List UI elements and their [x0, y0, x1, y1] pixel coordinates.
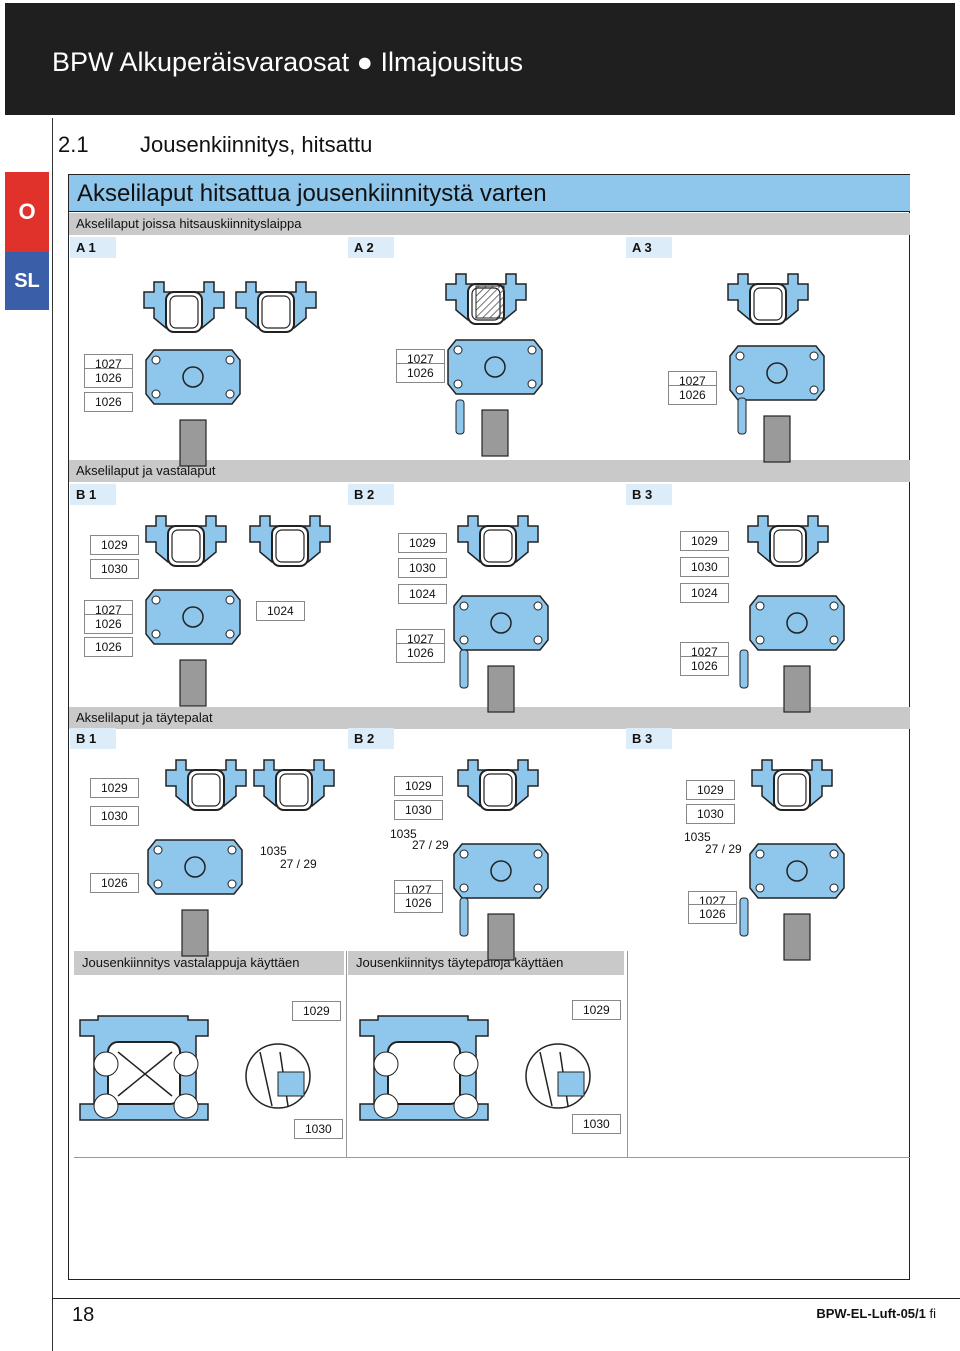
page-number: 18: [72, 1304, 95, 1326]
group-a-bar: Akselilaput joissa hitsauskiinnityslaipp…: [69, 213, 910, 235]
section-number: 2.1: [58, 132, 89, 157]
label-c-b1: B 1: [70, 728, 116, 749]
b1-illustration: [145, 515, 331, 707]
code-b1-1029: 1029: [90, 535, 139, 555]
label-b2: B 2: [348, 484, 394, 505]
code-c-b3-1035: 1035: [682, 830, 713, 844]
code-b2-1030: 1030: [398, 558, 447, 578]
code-c-b3-1026: 1026: [688, 904, 737, 924]
bottom-left-bar: Jousenkiinnitys vastalappuja käyttäen: [74, 951, 344, 975]
code-b3-1026: 1026: [680, 656, 729, 676]
code-c-b1-1029: 1029: [90, 778, 139, 798]
code-b2-1029: 1029: [398, 533, 447, 553]
main-title: Akselilaput hitsattua jousenkiinnitystä …: [77, 180, 547, 207]
code-b2-1024: 1024: [398, 584, 447, 604]
code-c-b3-2729: 27 / 29: [703, 842, 744, 856]
bottom-divider: [346, 951, 347, 1157]
c-b3-illustration: [739, 759, 845, 961]
label-a2: A 2: [348, 237, 394, 258]
bottom-divider-2: [627, 951, 628, 1157]
b3-illustration: [739, 515, 845, 713]
group-a-title: Akselilaput joissa hitsauskiinnityslaipp…: [76, 216, 302, 231]
bottom-right-title: Jousenkiinnitys täytepaloja käyttäen: [356, 955, 564, 970]
bottom-right-bar: Jousenkiinnitys täytepaloja käyttäen: [348, 951, 624, 975]
bottom-rule: [74, 1157, 910, 1158]
label-b3: B 3: [626, 484, 672, 505]
a1-illustration: [143, 281, 317, 467]
bottom-left-title: Jousenkiinnitys vastalappuja käyttäen: [82, 955, 300, 970]
header-title: BPW Alkuperäisvaraosat ● Ilmajousitus: [52, 47, 523, 77]
code-bottom-left-1030: 1030: [294, 1119, 343, 1139]
code-bottom-left-1029: 1029: [292, 1001, 341, 1021]
code-a2-1026: 1026: [396, 363, 445, 383]
label-c-b3: B 3: [626, 728, 672, 749]
code-bottom-right-1029: 1029: [572, 1000, 621, 1020]
tab-sl[interactable]: SL: [5, 252, 49, 310]
code-c-b2-1029: 1029: [394, 776, 443, 796]
bottom-right-illustration: [359, 1015, 591, 1121]
a2-illustration: [445, 273, 543, 457]
code-b3-1029: 1029: [680, 531, 729, 551]
label-c-b2: B 2: [348, 728, 394, 749]
label-a1: A 1: [70, 237, 116, 258]
code-b3-1024: 1024: [680, 583, 729, 603]
label-b1: B 1: [70, 484, 116, 505]
group-c-title: Akselilaput ja täytepalat: [76, 710, 213, 725]
label-a3: A 3: [626, 237, 672, 258]
group-c-bar: Akselilaput ja täytepalat: [69, 707, 910, 729]
code-c-b1-2729: 27 / 29: [278, 857, 319, 871]
code-c-b3-1030: 1030: [686, 804, 735, 824]
code-b1-1026-bottom: 1026: [84, 637, 133, 657]
c-b1-illustration: [147, 759, 335, 957]
bottom-left-illustration: [79, 1015, 311, 1121]
code-b1-1026-top: 1026: [84, 614, 133, 634]
code-a3-1026: 1026: [668, 385, 717, 405]
section-title: Jousenkiinnitys, hitsattu: [140, 132, 373, 157]
code-b2-1026: 1026: [396, 643, 445, 663]
group-b-title: Akselilaput ja vastalaput: [76, 463, 216, 478]
code-b3-1030: 1030: [680, 557, 729, 577]
code-a1-1026-bottom: 1026: [84, 392, 133, 412]
code-b1-1024: 1024: [256, 601, 305, 621]
group-b-bar: Akselilaput ja vastalaput: [69, 460, 910, 482]
left-margin-line: [52, 118, 53, 1351]
code-c-b2-1035: 1035: [388, 827, 419, 841]
code-a1-1026-top: 1026: [84, 368, 133, 388]
code-b1-1030: 1030: [90, 559, 139, 579]
tab-o[interactable]: O: [5, 172, 49, 252]
code-c-b1-1026: 1026: [90, 873, 139, 893]
doc-ref-code: BPW-EL-Luft-05/1: [816, 1306, 926, 1321]
doc-ref-lang: fi: [929, 1306, 937, 1321]
code-c-b2-1030: 1030: [394, 800, 443, 820]
footer-line: [52, 1298, 960, 1299]
code-c-b3-1029: 1029: [686, 780, 735, 800]
c-b2-illustration: [453, 759, 549, 961]
page-header: BPW Alkuperäisvaraosat ● Ilmajousitus: [5, 3, 955, 115]
b2-illustration: [453, 515, 549, 713]
code-c-b1-1030: 1030: [90, 806, 139, 826]
main-title-bar: Akselilaput hitsattua jousenkiinnitystä …: [69, 175, 910, 212]
code-c-b2-2729: 27 / 29: [410, 838, 451, 852]
code-bottom-right-1030: 1030: [572, 1114, 621, 1134]
doc-reference: BPW-EL-Luft-05/1 fi: [816, 1306, 936, 1321]
code-c-b2-1026: 1026: [394, 893, 443, 913]
code-c-b1-1035: 1035: [258, 844, 289, 858]
a3-illustration: [727, 273, 825, 463]
